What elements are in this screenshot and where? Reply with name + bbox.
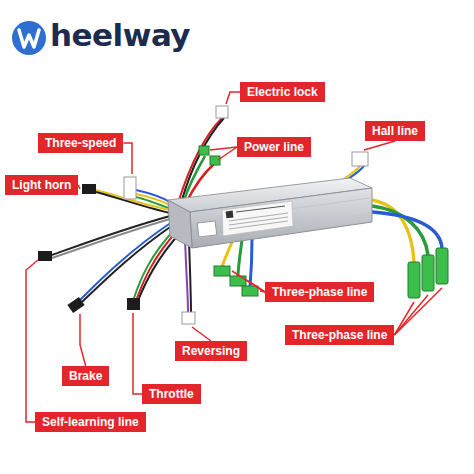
callout-label: Throttle: [142, 384, 201, 404]
leader-line: [210, 147, 237, 150]
leader-line: [78, 185, 80, 189]
leader-line: [192, 327, 211, 341]
label-text: Three-speed: [45, 136, 116, 150]
leader-line: [364, 141, 395, 150]
label-text: Self-learning line: [42, 415, 139, 429]
leader-line: [394, 288, 442, 335]
leader-line: [26, 260, 38, 422]
leader-line: [226, 92, 240, 104]
label-text: Power line: [244, 140, 304, 154]
callout-label: Three-phase line: [265, 282, 374, 302]
label-text: Throttle: [149, 387, 194, 401]
label-text: Electric lock: [247, 85, 318, 99]
leader-line: [123, 143, 132, 174]
label-text: Three-phase line: [292, 328, 387, 342]
callout-label: Power line: [237, 137, 311, 157]
label-text: Light horn: [12, 178, 71, 192]
label-text: Brake: [69, 369, 102, 383]
callout-label: Three-speed: [38, 133, 123, 153]
label-text: Hall line: [372, 124, 418, 138]
callout-label: Reversing: [175, 341, 247, 361]
callout-label: Electric lock: [240, 82, 325, 102]
callout-label: Brake: [62, 366, 109, 386]
callout-label: Three-phase line: [285, 325, 394, 345]
brand-logo-text: heelway: [50, 17, 190, 53]
leader-line: [232, 271, 265, 292]
leader-line: [248, 281, 265, 292]
callout-label: Self-learning line: [35, 412, 146, 432]
callout-label: Hall line: [365, 121, 425, 141]
label-text: Reversing: [182, 344, 240, 358]
callout-label: Light horn: [5, 175, 78, 195]
leader-line: [80, 314, 86, 366]
label-text: Three-phase line: [272, 285, 367, 299]
leader-line: [133, 313, 142, 394]
